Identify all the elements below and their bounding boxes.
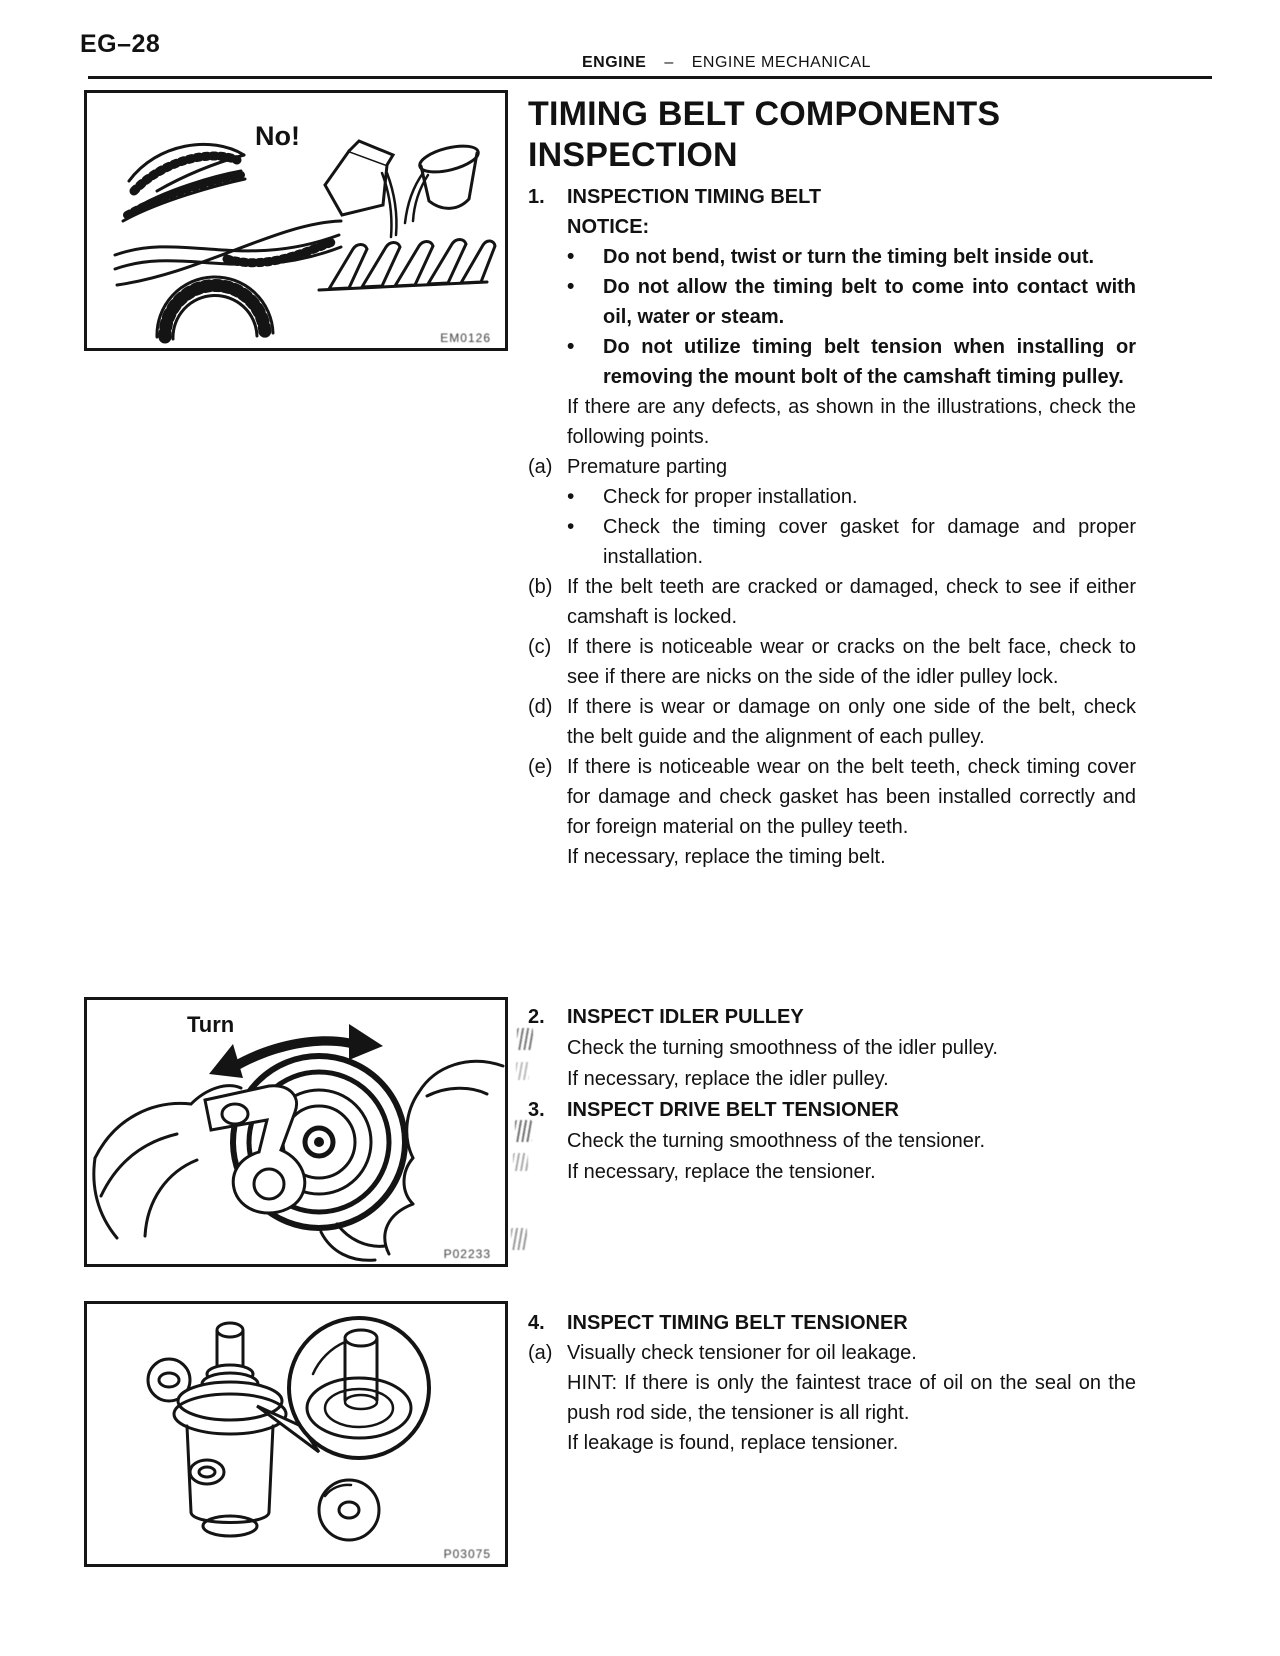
- notice-item: • Do not utilize timing belt tension whe…: [528, 332, 1136, 392]
- header-subsection: ENGINE MECHANICAL: [691, 54, 871, 71]
- item-marker: (e): [528, 756, 553, 778]
- section-4-closing: If leakage is found, replace tensioner.: [567, 1432, 899, 1454]
- figure-label-turn: Turn: [187, 1012, 235, 1037]
- scan-smudge: [517, 1028, 533, 1050]
- ribbed-belt-drawing: [317, 238, 497, 292]
- section-2-line: If necessary, replace the idler pulley.: [567, 1068, 889, 1090]
- lettered-item-b: (b) If the belt teeth are cracked or dam…: [528, 572, 1136, 632]
- twisted-belt-drawing: [113, 219, 343, 287]
- item-text: If there is noticeable wear or cracks on…: [567, 636, 1136, 688]
- item-text: If there is wear or damage on only one s…: [567, 696, 1136, 748]
- header-section: ENGINE: [582, 54, 647, 71]
- page-title: TIMING BELT COMPONENTS INSPECTION: [528, 94, 1136, 176]
- section-3-line: If necessary, replace the tensioner.: [567, 1161, 876, 1183]
- figure-belt-abuse: No! EM0126: [84, 90, 508, 351]
- header-rule: [88, 76, 1212, 79]
- seal-washer-drawing: [317, 1478, 381, 1542]
- section-number: 3.: [528, 1099, 545, 1121]
- notice-item: • Do not allow the timing belt to come i…: [528, 272, 1136, 332]
- oil-can-drawing: [323, 139, 398, 239]
- scan-smudge: [513, 1153, 528, 1171]
- turn-pulley-drawing: [92, 1024, 505, 1262]
- figure-timing-belt-tensioner: P03075: [84, 1301, 508, 1567]
- notice-label: NOTICE:: [567, 216, 650, 238]
- notice-item-text: Do not bend, twist or turn the timing be…: [603, 246, 1095, 268]
- section-heading-text: INSPECT IDLER PULLEY: [567, 1006, 804, 1028]
- tensioner-body-drawing: [146, 1321, 288, 1538]
- section-3-line: Check the turning smoothness of the tens…: [567, 1130, 986, 1152]
- belt-abuse-drawing: [113, 139, 497, 344]
- section-number: 1.: [528, 186, 545, 208]
- section-number: 2.: [528, 1006, 545, 1028]
- tensioner-drawing: [146, 1316, 431, 1542]
- section-2-heading: 2. INSPECT IDLER PULLEY: [528, 1002, 1136, 1033]
- item-marker: (c): [528, 636, 552, 658]
- item-text: If there is noticeable wear on the belt …: [567, 756, 1136, 838]
- lettered-item-a: (a) Premature parting: [528, 452, 1136, 482]
- scan-smudge: [516, 1062, 529, 1080]
- figure-code: P03075: [443, 1547, 491, 1561]
- section-4-heading: 4. INSPECT TIMING BELT TENSIONER: [528, 1308, 1136, 1338]
- right-hand-drawing: [319, 1059, 505, 1262]
- figure-turn-idler-pulley: Turn P02233: [84, 997, 508, 1267]
- sub-bullet-text: Check for proper installation.: [603, 486, 858, 508]
- sub-bullet: • Check for proper installation.: [528, 482, 1136, 512]
- left-hand-drawing: [92, 1084, 243, 1240]
- page-title-line-2: INSPECTION: [528, 136, 738, 174]
- sub-bullet: • Check the timing cover gasket for dama…: [528, 512, 1136, 572]
- item-marker: (d): [528, 696, 553, 718]
- section-2-line: Check the turning smoothness of the idle…: [567, 1037, 998, 1059]
- section-1-column: TIMING BELT COMPONENTS INSPECTION 1. INS…: [528, 94, 1136, 872]
- section-4-hint: HINT: If there is only the faintest trac…: [567, 1372, 1136, 1424]
- arched-belt-drawing: [155, 275, 275, 344]
- header-separator: –: [664, 54, 674, 71]
- magnified-seal-drawing: [256, 1316, 431, 1460]
- lettered-item-d: (d) If there is wear or damage on only o…: [528, 692, 1136, 752]
- notice-item-text: Do not utilize timing belt tension when …: [603, 336, 1136, 388]
- sub-bullet-text: Check the timing cover gasket for damage…: [603, 516, 1136, 568]
- scan-smudge: [511, 1228, 527, 1250]
- header-title: ENGINE–ENGINE MECHANICAL: [582, 54, 871, 72]
- section-2-3-column: 2. INSPECT IDLER PULLEY Check the turnin…: [528, 1002, 1136, 1188]
- bullet-glyph: •: [567, 335, 575, 358]
- section-heading-text: INSPECT DRIVE BELT TENSIONER: [567, 1099, 899, 1121]
- bracket-drawing: [203, 1084, 307, 1215]
- item-text: If the belt teeth are cracked or damaged…: [567, 576, 1136, 628]
- bullet-glyph: •: [567, 275, 575, 298]
- turn-arrow: [209, 1024, 383, 1078]
- section-heading-text: INSPECT TIMING BELT TENSIONER: [567, 1312, 908, 1334]
- lettered-item-e: (e) If there is noticeable wear on the b…: [528, 752, 1136, 842]
- bullet-glyph: •: [567, 245, 575, 268]
- lettered-item-c: (c) If there is noticeable wear or crack…: [528, 632, 1136, 692]
- item-text: Premature parting: [567, 456, 728, 478]
- figure-code: P02233: [443, 1247, 491, 1261]
- item-marker: (a): [528, 1342, 553, 1364]
- section-1-heading: 1. INSPECTION TIMING BELT: [528, 182, 1136, 212]
- section-4-column: 4. INSPECT TIMING BELT TENSIONER (a) Vis…: [528, 1308, 1136, 1458]
- bullet-glyph: •: [567, 485, 575, 508]
- figure-code: EM0126: [440, 331, 491, 345]
- bullet-glyph: •: [567, 515, 575, 538]
- notice-item-text: Do not allow the timing belt to come int…: [603, 276, 1136, 328]
- page-title-line-1: TIMING BELT COMPONENTS: [528, 95, 1001, 133]
- section-heading-text: INSPECTION TIMING BELT: [567, 186, 822, 208]
- section-3-heading: 3. INSPECT DRIVE BELT TENSIONER: [528, 1095, 1136, 1126]
- section-4-item-a: (a) Visually check tensioner for oil lea…: [528, 1338, 1136, 1368]
- item-text: Visually check tensioner for oil leakage…: [567, 1342, 917, 1364]
- notice-item: • Do not bend, twist or turn the timing …: [528, 242, 1136, 272]
- section-number: 4.: [528, 1312, 545, 1334]
- bent-belt-drawing: [121, 142, 247, 223]
- page-number: EG–28: [80, 30, 161, 58]
- scan-smudge: [515, 1120, 532, 1142]
- item-marker: (b): [528, 576, 553, 598]
- section-1-closing: If necessary, replace the timing belt.: [567, 846, 886, 868]
- bucket-drawing: [403, 144, 480, 225]
- defects-intro: If there are any defects, as shown in th…: [567, 396, 1136, 448]
- figure-label-no: No!: [255, 121, 300, 151]
- item-marker: (a): [528, 456, 553, 478]
